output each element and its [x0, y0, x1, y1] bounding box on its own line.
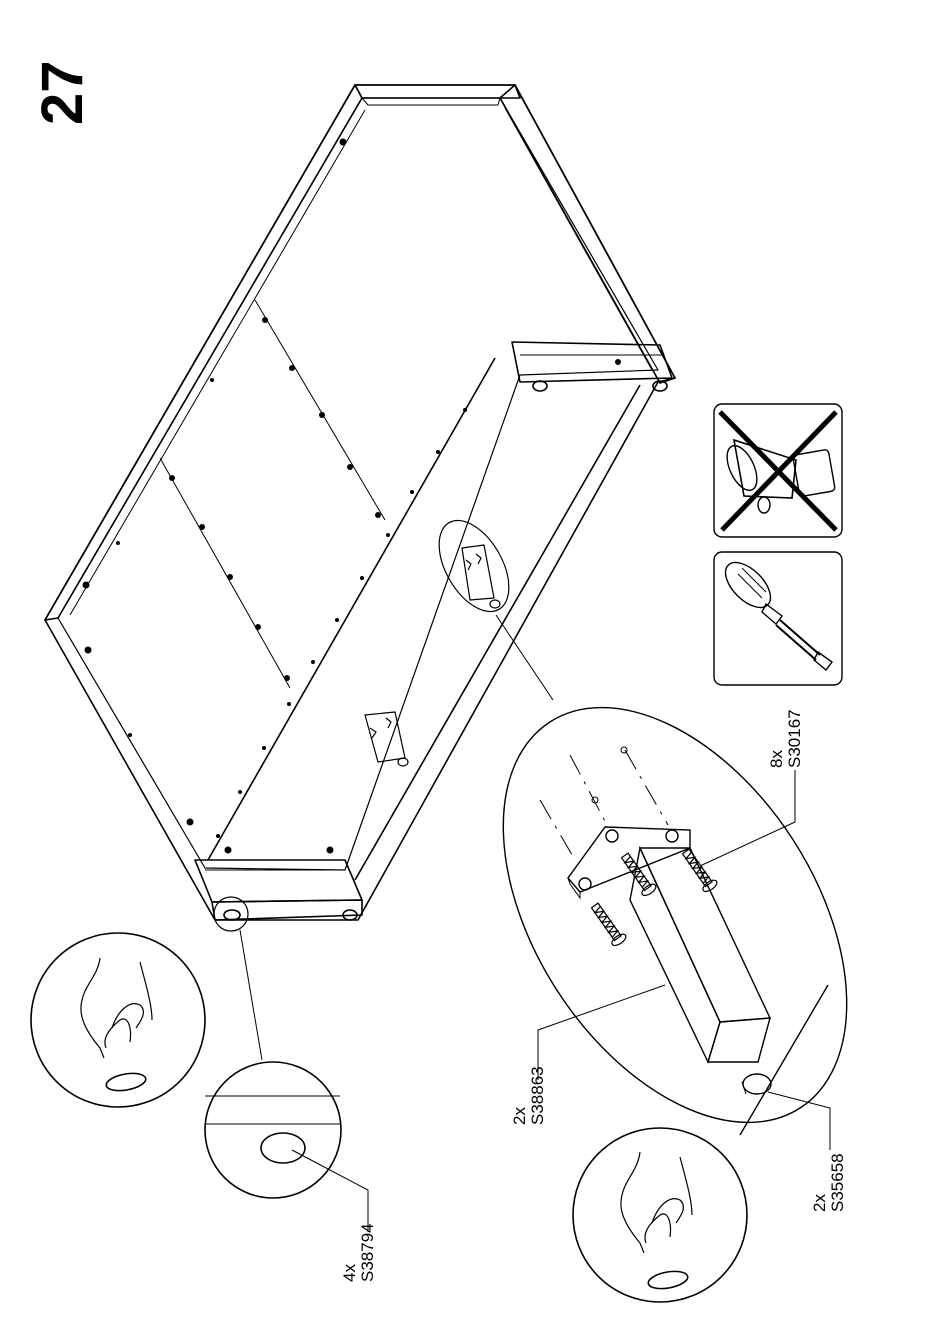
- slat-clips: [83, 139, 622, 854]
- screw-code: S30167: [785, 709, 804, 768]
- corner-glide-qty: 4x: [340, 1264, 359, 1282]
- leg-mount-1: [365, 712, 408, 766]
- screwdriver-box: [714, 552, 842, 685]
- screw-leader: [700, 770, 795, 866]
- corner-glide-icon: [261, 1133, 305, 1163]
- label-center-glide: 2x S35658: [810, 1153, 847, 1212]
- guide-dash-2: [570, 755, 607, 825]
- head-board-inner: [362, 98, 500, 105]
- label-screw: 8x S30167: [767, 709, 804, 768]
- left-rail-line: [70, 110, 365, 615]
- glide-icon-2: [647, 1269, 689, 1292]
- leg-mount-2: [462, 545, 500, 608]
- detail-callout-small: [425, 509, 523, 624]
- rail-edge: [740, 985, 828, 1135]
- label-corner-glide: 4x S38794: [340, 1223, 377, 1282]
- corner-foot-3: [533, 381, 547, 391]
- center-glide: [743, 1074, 771, 1094]
- hand-icon: [81, 958, 152, 1058]
- left-rail: [45, 85, 362, 620]
- bed-frame-drawing: [45, 85, 675, 1060]
- plate-hole-3: [579, 878, 591, 890]
- hand-icon-2: [621, 1152, 692, 1253]
- center-glide-code: S35658: [828, 1153, 847, 1212]
- guide-dash-3: [625, 750, 668, 825]
- leg-qty: 2x: [510, 1107, 529, 1125]
- plate-hole-1: [606, 830, 618, 842]
- leg-leader: [538, 985, 665, 1080]
- hole-marker-1: [621, 747, 627, 753]
- label-leg: 2x S38863: [510, 1066, 547, 1125]
- screwdriver-icon: [718, 555, 832, 670]
- right-rail-line: [505, 108, 652, 370]
- slat-line-2: [160, 458, 290, 688]
- corner-foot-1: [224, 910, 240, 920]
- plate-hole-2: [666, 830, 678, 842]
- center-beam-top: [208, 358, 495, 860]
- glide-leader: [768, 1092, 830, 1150]
- glide-icon: [105, 1071, 147, 1094]
- hand-callout-left: [31, 933, 205, 1107]
- center-glide-qty: 2x: [810, 1194, 829, 1212]
- corner-glide-detail: [205, 1062, 368, 1232]
- leg-plate: [568, 827, 690, 892]
- no-power-drill-box: [714, 404, 842, 537]
- right-rail: [500, 85, 675, 383]
- leg-detail-callout: [432, 646, 917, 1184]
- leg-body: [640, 848, 770, 1022]
- guide-dash-1: [540, 800, 575, 860]
- corner-glide-code: S38794: [358, 1223, 377, 1282]
- head-board: [355, 85, 520, 98]
- hand-callout-right: [573, 1128, 747, 1302]
- power-drill-crossed-icon: [720, 412, 836, 530]
- frame-inner: [58, 98, 658, 870]
- leg-end: [708, 1018, 770, 1062]
- detail-ellipse: [432, 646, 917, 1184]
- center-glide-line: [742, 1082, 746, 1094]
- step-number: 27: [30, 60, 95, 125]
- slat-line-1: [255, 300, 385, 520]
- foot-board: [195, 860, 362, 902]
- corner-callout-leader: [240, 930, 262, 1060]
- screw-qty: 8x: [767, 750, 786, 768]
- leg-code: S38863: [528, 1066, 547, 1125]
- frame-outer: [45, 85, 675, 920]
